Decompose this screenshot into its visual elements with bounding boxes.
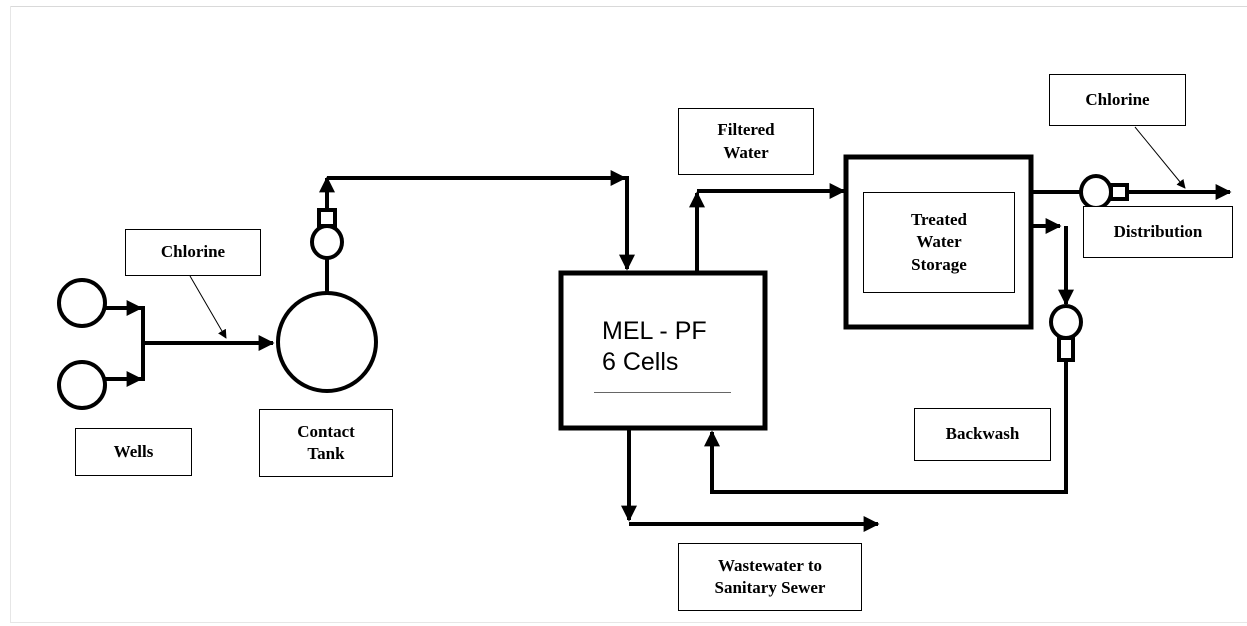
mel-pf-filter-box [558,270,768,431]
pump-distribution [1079,174,1113,210]
label-filtered-water-text: Filtered Water [717,120,775,162]
label-treated-water-storage: Treated Water Storage [863,192,1015,293]
pump-distribution-nozzle [1109,183,1129,201]
pump-contact-tank [310,224,344,260]
label-chlorine-right: Chlorine [1049,74,1186,126]
well-bottom [57,360,107,410]
label-chlorine-left-text: Chlorine [160,242,226,262]
pump-backwash [1049,304,1083,340]
pump-backwash-nozzle [1057,336,1075,362]
label-wastewater: Wastewater to Sanitary Sewer [678,543,862,611]
chlorine-left-leader [189,275,227,339]
label-contact-tank: Contact Tank [259,409,393,477]
frame-bottom-border [10,622,1247,623]
label-chlorine-right-text: Chlorine [1085,89,1150,109]
label-contact-tank-text: Contact Tank [297,421,355,463]
label-filtered-water: Filtered Water [678,108,814,175]
label-wells-text: Wells [113,441,154,461]
label-chlorine-left: Chlorine [125,229,261,276]
label-distribution: Distribution [1083,206,1233,258]
mel-pf-label: MEL - PF 6 Cells [602,317,707,377]
frame-left-border [10,6,11,622]
label-treated-water-storage-text: Treated Water Storage [910,210,968,274]
frame-top-border [10,6,1247,7]
label-wells: Wells [75,428,192,476]
label-wastewater-text: Wastewater to Sanitary Sewer [714,555,826,597]
label-backwash-text: Backwash [945,424,1020,444]
well-top [57,278,107,328]
pump-contact-tank-nozzle [317,208,337,228]
label-backwash: Backwash [914,408,1051,461]
contact-tank-vessel [276,291,378,393]
chlorine-right-leader [1134,126,1186,189]
label-distribution-text: Distribution [1113,221,1203,241]
mel-pf-divider [594,392,731,393]
